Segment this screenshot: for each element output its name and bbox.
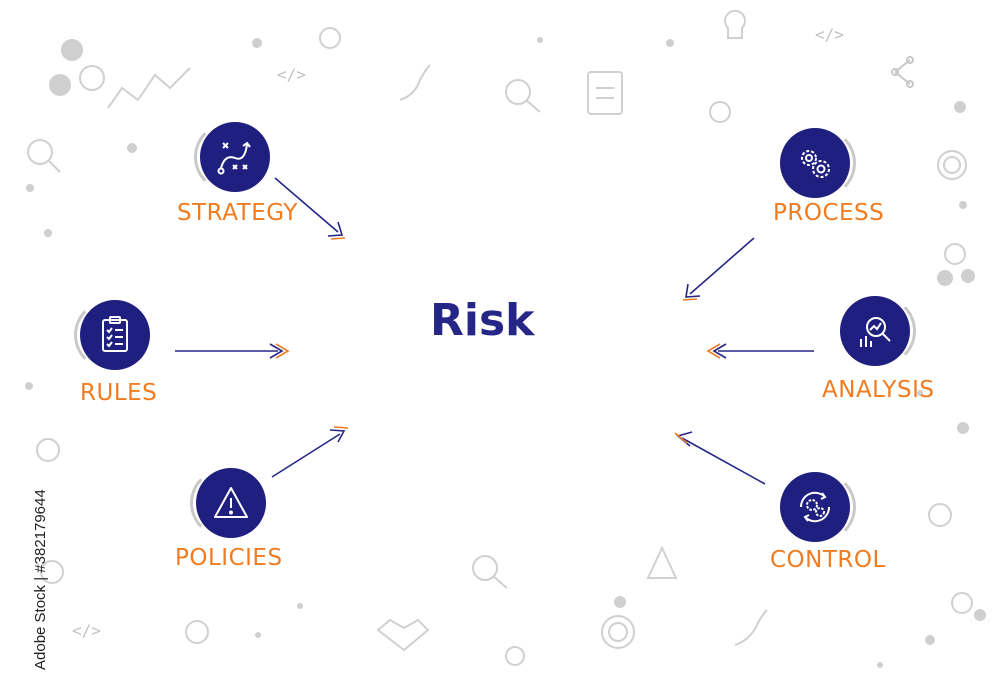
arrowhead-strategy bbox=[327, 221, 346, 240]
node-analysis bbox=[840, 296, 916, 366]
arrowhead-policies bbox=[329, 426, 349, 443]
label-strategy: STRATEGY bbox=[177, 200, 298, 226]
arrow-control bbox=[681, 437, 766, 485]
label-process: PROCESS bbox=[773, 200, 885, 226]
node-strategy bbox=[194, 122, 270, 192]
arrow-strategy bbox=[274, 177, 339, 233]
gears-icon bbox=[801, 150, 830, 178]
stock-watermark: Adobe Stock | #382179644 bbox=[2, 440, 49, 670]
svg-text:</>: </> bbox=[815, 25, 844, 44]
arrow-policies bbox=[271, 433, 341, 478]
node-process bbox=[780, 128, 856, 198]
cycle-gears-icon bbox=[799, 491, 831, 523]
node-control bbox=[780, 472, 856, 542]
arrow-process bbox=[689, 237, 755, 295]
label-analysis: ANALYSIS bbox=[822, 377, 935, 403]
node-rules bbox=[74, 300, 150, 370]
arrowhead-analysis bbox=[706, 343, 727, 359]
arrowhead-control bbox=[674, 431, 693, 447]
svg-text:</>: </> bbox=[72, 621, 101, 640]
warning-triangle-icon bbox=[214, 487, 248, 518]
magnifier-chart-icon bbox=[860, 317, 891, 347]
label-policies: POLICIES bbox=[175, 545, 283, 571]
svg-text:</>: </> bbox=[277, 65, 306, 84]
strategy-play-icon bbox=[217, 141, 251, 175]
label-rules: RULES bbox=[80, 380, 158, 406]
watermark-text: Adobe Stock | #382179644 bbox=[32, 489, 49, 670]
arrowhead-rules bbox=[269, 343, 290, 359]
clipboard-checklist-icon bbox=[102, 316, 128, 352]
label-control: CONTROL bbox=[770, 547, 886, 573]
node-policies bbox=[190, 468, 266, 538]
arrowhead-process bbox=[682, 283, 701, 301]
center-title: Risk bbox=[430, 295, 535, 346]
